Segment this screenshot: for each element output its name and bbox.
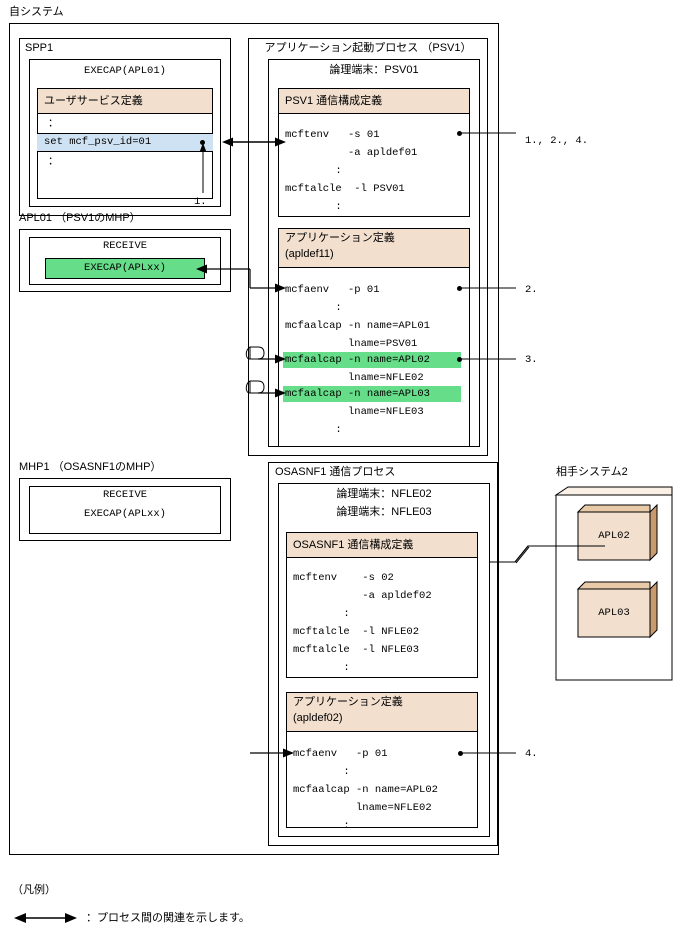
osasnf1-comm-def-line-1: -a apldef02 xyxy=(293,590,432,602)
osasnf1-comm-def-line-4: mcftalcle -l NFLE03 xyxy=(293,644,420,656)
remote-apl03-label: APL03 xyxy=(598,607,630,619)
psv1-app-def-line-2: mcfaalcap -n name=APL01 xyxy=(285,320,430,332)
user-service-def-label: ユーザサービス定義 xyxy=(44,95,143,107)
psv1-app-def-header xyxy=(278,228,470,268)
apl01-title: APL01 （PSV1のMHP） xyxy=(19,212,141,224)
osasnf1-comm-def-line-2: : xyxy=(293,608,350,620)
osasnf1-app-def-line-4: : xyxy=(293,820,350,832)
psv1-apl03-highlight xyxy=(283,386,461,402)
mhp1-title: MHP1 （OSASNF1のMHP） xyxy=(19,461,162,473)
osasnf1-comm-def-line-3: mcftalcle -l NFLE02 xyxy=(293,626,420,638)
osasnf1-logical-terminal-2: 論理端末：NFLE03 xyxy=(336,506,432,518)
osasnf1-comm-def-header xyxy=(286,532,478,558)
psv1-logical-terminal: 論理端末：PSV01 xyxy=(329,64,419,76)
osasnf1-app-def-header xyxy=(286,692,478,732)
spp1-callout-1: 1. xyxy=(194,196,207,208)
psv1-comm-def-line-2: : xyxy=(285,165,342,177)
psv1-apl03-line: mcfaalcap -n name=APL03 xyxy=(285,388,430,400)
psv1-app-def-line-3: lname=PSV01 xyxy=(285,338,418,350)
psv1-comm-def-line-1: -a apldef01 xyxy=(285,147,418,159)
psv1-comm-def-body xyxy=(278,114,470,217)
apl01-execap-label: EXECAP(APLxx) xyxy=(84,262,166,274)
psv1-apl02-callout: 3. xyxy=(525,354,538,366)
user-service-def-body xyxy=(37,114,213,199)
psv1-title: アプリケーション起動プロセス （PSV1） xyxy=(264,42,472,54)
remote-system-title: 相手システム2 xyxy=(556,466,628,478)
user-service-def-header xyxy=(37,88,213,114)
legend-title: （凡例） xyxy=(12,884,56,896)
osasnf1-comm-def-title: OSASNF1 通信構成定義 xyxy=(293,539,414,551)
psv1-app-def-tail: : xyxy=(285,424,342,436)
mhp1-receive-box xyxy=(29,486,221,534)
psv1-app-def-title-2: (apldef11) xyxy=(285,248,334,260)
apl01-receive-label: RECEIVE xyxy=(102,240,148,252)
psv1-apl03-sub: lname=NFLE03 xyxy=(285,406,424,418)
psv1-comm-def-line-4: : xyxy=(285,201,342,213)
osasnf1-app-def-line-0: mcfaenv -p 01 xyxy=(293,748,388,760)
psv1-comm-def-callout: 1., 2., 4. xyxy=(525,135,589,147)
psv1-comm-def-line-0: mcftenv -s 01 xyxy=(285,129,380,141)
set-mcf-psv-id-row xyxy=(37,133,213,152)
psv1-comm-def-line-3: mcftalcle -l PSV01 xyxy=(285,183,405,195)
spp1-title: SPP1 xyxy=(25,42,54,54)
osasnf1-comm-def-line-0: mcftenv -s 02 xyxy=(293,572,394,584)
osasnf1-comm-def-line-5: : xyxy=(293,662,350,674)
spp1-dots-1: ： xyxy=(48,118,59,130)
osasnf1-app-def-line-3: lname=NFLE02 xyxy=(293,802,432,814)
osasnf1-app-def-line-2: mcfaalcap -n name=APL02 xyxy=(293,784,438,796)
psv1-comm-def-title: PSV1 通信構成定義 xyxy=(285,95,383,107)
set-mcf-psv-id-text: set mcf_psv_id=01 xyxy=(44,136,152,148)
spp1-execap-title: EXECAP(APL01) xyxy=(84,65,166,77)
osasnf1-title: OSASNF1 通信プロセス xyxy=(275,466,396,478)
osasnf1-comm-def-body xyxy=(286,558,478,678)
psv1-comm-def-header xyxy=(278,88,470,114)
psv1-app-def-title-1: アプリケーション定義 xyxy=(285,232,395,244)
osasnf1-app-def-title-1: アプリケーション定義 xyxy=(293,696,403,708)
psv1-apl02-highlight xyxy=(283,352,461,368)
set-mcf-psv-id-dot xyxy=(200,140,205,145)
own-system-label: 自システム xyxy=(9,6,64,18)
mhp1-receive-label: RECEIVE xyxy=(102,489,148,501)
mhp1-execap-label: EXECAP(APLxx) xyxy=(84,508,166,520)
remote-apl02-label: APL02 xyxy=(598,530,630,542)
psv1-app-def-line-0: mcfaenv -p 01 xyxy=(285,284,380,296)
osasnf1-app-def-line-1: : xyxy=(293,766,350,778)
osasnf1-app-def-title-2: (apldef02) xyxy=(293,712,343,724)
psv1-apl02-sub: lname=NFLE02 xyxy=(285,372,424,384)
osasnf1-mcfaenv-callout: 4. xyxy=(525,748,538,760)
psv1-mcfaenv-callout: 2. xyxy=(525,284,538,296)
osasnf1-logical-terminal-1: 論理端末：NFLE02 xyxy=(336,488,432,500)
osasnf1-app-def-body xyxy=(286,732,478,828)
psv1-app-def-line-1: : xyxy=(285,302,342,314)
spp1-dots-2: ： xyxy=(48,156,59,168)
legend-text: ：プロセス間の関連を示します。 xyxy=(86,912,250,924)
psv1-apl02-line: mcfaalcap -n name=APL02 xyxy=(285,354,430,366)
